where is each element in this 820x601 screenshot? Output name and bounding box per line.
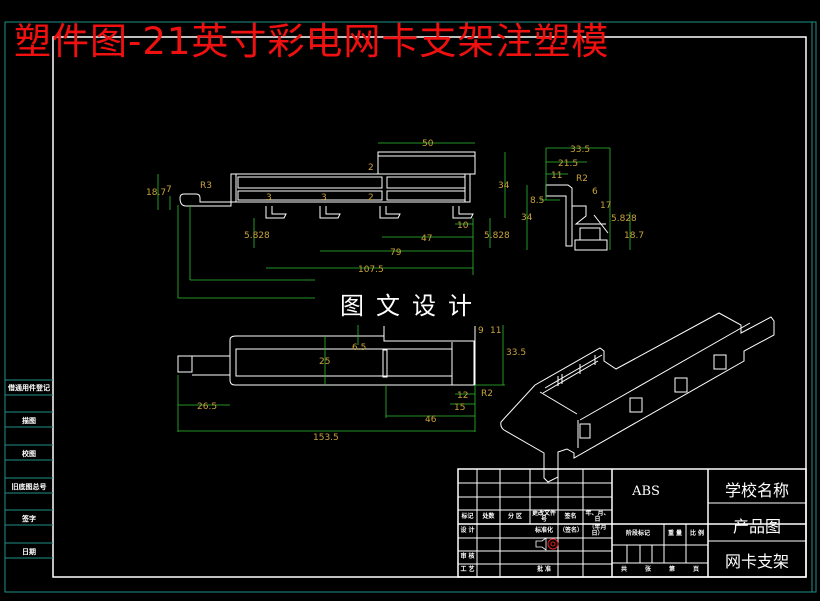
outer-frame (4, 21, 817, 593)
dim-label: 5.828 (484, 231, 510, 241)
dim-label: 26.5 (197, 402, 217, 412)
tb-design: 设 计 (460, 526, 475, 534)
top-view-dimension-labels: 50 2 34 18.7 7 R3 3 3 2 10 47 79 107.5 5… (146, 139, 510, 275)
tb-header: 年、月、日 (585, 509, 610, 523)
dim-label: 21.5 (558, 159, 578, 169)
bottom-view (177, 326, 476, 386)
inner-frame (52, 36, 807, 578)
top-view-dimension-lines (157, 142, 506, 299)
dim-label: 153.5 (313, 433, 339, 443)
tb-sheet-label: 页 (692, 565, 699, 573)
tb-sheet-label: 共 (620, 565, 627, 573)
tb-review: 审 核 (460, 553, 475, 561)
tb-scale: 比 例 (689, 530, 705, 538)
dim-label: 7 (166, 185, 172, 195)
tb-weight: 重 量 (667, 530, 683, 538)
dim-label: 34 (498, 181, 510, 191)
title-block-grid (457, 468, 807, 578)
top-view (179, 151, 476, 219)
dim-label: 18.7 (624, 231, 644, 241)
dim-label: 107.5 (358, 265, 384, 275)
dim-label: 33.5 (506, 348, 526, 358)
left-strip-label: 校图 (22, 450, 36, 458)
drawing-title: 塑件图-21英寸彩电网卡支架注塑模 (14, 20, 610, 63)
dim-label: 17 (600, 201, 611, 211)
tb-school-name: 学校名称 (724, 481, 790, 500)
dim-label: 5.828 (611, 214, 637, 224)
tb-sheet-label: 张 (644, 565, 651, 573)
tb-sheet-label: 第 (668, 565, 675, 573)
left-strip-grid (5, 379, 53, 559)
tb-header: 标记 (461, 512, 474, 520)
left-strip-label: 描图 (22, 417, 36, 425)
tb-drawing-type: 产品图 (732, 517, 782, 536)
dim-label: 79 (390, 248, 402, 258)
tb-sign-date: （年月日） (588, 523, 607, 537)
dim-label: 34 (521, 213, 533, 223)
isometric-view (500, 312, 775, 483)
dim-label: 15 (454, 403, 465, 413)
dim-label: 9 (478, 326, 484, 336)
tb-header: 签名 (564, 512, 577, 520)
watermark-text: 图文设计 (340, 292, 484, 320)
dim-label: 10 (457, 221, 469, 231)
bottom-view-dimension-labels: 6.5 25 9 11 33.5 12 R2 15 46 26.5 153.5 (197, 326, 526, 443)
side-view (545, 184, 609, 251)
dim-label: R2 (576, 174, 588, 184)
dim-label: R3 (200, 181, 212, 191)
tb-stage: 阶段标记 (625, 530, 650, 538)
dim-label: 3 (266, 193, 272, 203)
tb-part-name: 网卡支架 (724, 552, 790, 571)
tb-header: 分 区 (507, 512, 523, 520)
left-strip-label: 借通用件登记 (8, 384, 50, 392)
dim-label: 11 (551, 171, 562, 181)
dim-label: 47 (421, 234, 432, 244)
left-strip-label: 旧底图总号 (11, 483, 47, 491)
dim-label: 46 (425, 415, 437, 425)
tb-approve: 批 准 (536, 566, 552, 574)
tb-sign-name: （签名） (559, 526, 584, 534)
dim-label: 6.5 (352, 343, 366, 353)
tb-header: 处数 (482, 512, 495, 520)
dim-label: 3 (321, 193, 327, 203)
dim-label: 2 (368, 193, 374, 203)
projection-symbol-icon (535, 537, 559, 551)
dim-label: 5.828 (244, 231, 270, 241)
dim-label: 6 (592, 187, 598, 197)
tb-process: 工 艺 (460, 566, 475, 574)
left-strip-label: 日期 (22, 548, 36, 556)
dim-label: 12 (457, 391, 468, 401)
dim-label: 18.7 (146, 188, 166, 198)
side-view-dimension-lines (526, 147, 631, 250)
dim-label: 2 (368, 163, 374, 173)
dim-label: R2 (481, 389, 493, 399)
tb-material: ABS (632, 484, 660, 499)
dim-label: 50 (422, 139, 434, 149)
dim-label: 25 (319, 357, 330, 367)
dim-label: 11 (490, 326, 501, 336)
left-strip-label: 签字 (22, 515, 36, 523)
tb-standardization: 标准化 (534, 526, 553, 534)
tb-header: 更改文件号 (531, 509, 556, 523)
dim-label: 8.5 (530, 196, 544, 206)
bottom-view-dimension-lines (177, 325, 505, 432)
side-view-dimension-labels: 33.5 21.5 11 R2 6 8.5 17 34 5.828 18.7 (521, 145, 644, 241)
dim-label: 33.5 (570, 145, 590, 155)
